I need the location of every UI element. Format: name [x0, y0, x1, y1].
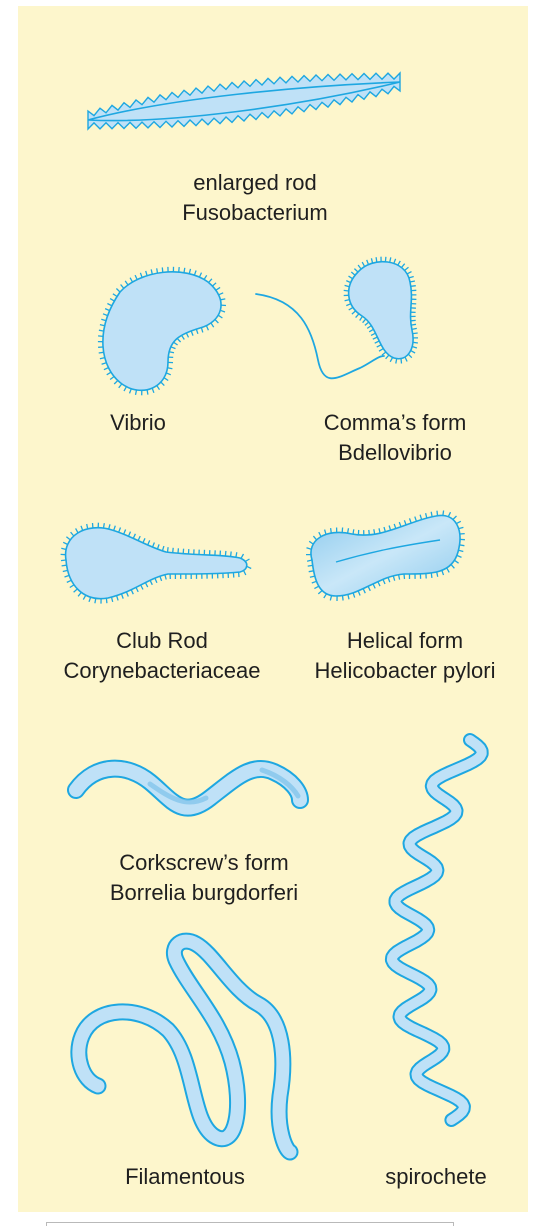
label-vibrio: Vibrio [78, 408, 198, 438]
label-line2: Borrelia burgdorferi [82, 878, 326, 908]
label-filamentous: Filamentous [100, 1162, 270, 1192]
label-line2: Corynebacteriaceae [44, 656, 280, 686]
label-line1: Corkscrew’s form [82, 848, 326, 878]
spirochete-shape [392, 740, 482, 1120]
label-corkscrew: Corkscrew’s form Borrelia burgdorferi [82, 848, 326, 908]
filamentous-shape [79, 941, 290, 1152]
fusobacterium-shape [88, 73, 400, 129]
club-rod-shape [61, 523, 252, 604]
label-spirochete: spirochete [366, 1162, 506, 1192]
vibrio-shape [98, 267, 226, 396]
label-line1: Vibrio [78, 408, 198, 438]
bdellovibrio-shape [256, 257, 418, 379]
helical-shape [306, 511, 465, 602]
label-line1: spirochete [366, 1162, 506, 1192]
label-line1: Helical form [290, 626, 520, 656]
label-helical: Helical form Helicobacter pylori [290, 626, 520, 686]
label-fusobacterium: enlarged rod Fusobacterium [150, 168, 360, 228]
label-line2: Helicobacter pylori [290, 656, 520, 686]
label-line2: Fusobacterium [150, 198, 360, 228]
label-line1: enlarged rod [150, 168, 360, 198]
label-club-rod: Club Rod Corynebacteriaceae [44, 626, 280, 686]
label-line1: Filamentous [100, 1162, 270, 1192]
label-line1: Comma’s form [300, 408, 490, 438]
label-line1: Club Rod [44, 626, 280, 656]
label-line2: Bdellovibrio [300, 438, 490, 468]
corkscrew-shape [76, 769, 300, 808]
bottom-rule [46, 1222, 454, 1226]
label-bdellovibrio: Comma’s form Bdellovibrio [300, 408, 490, 468]
